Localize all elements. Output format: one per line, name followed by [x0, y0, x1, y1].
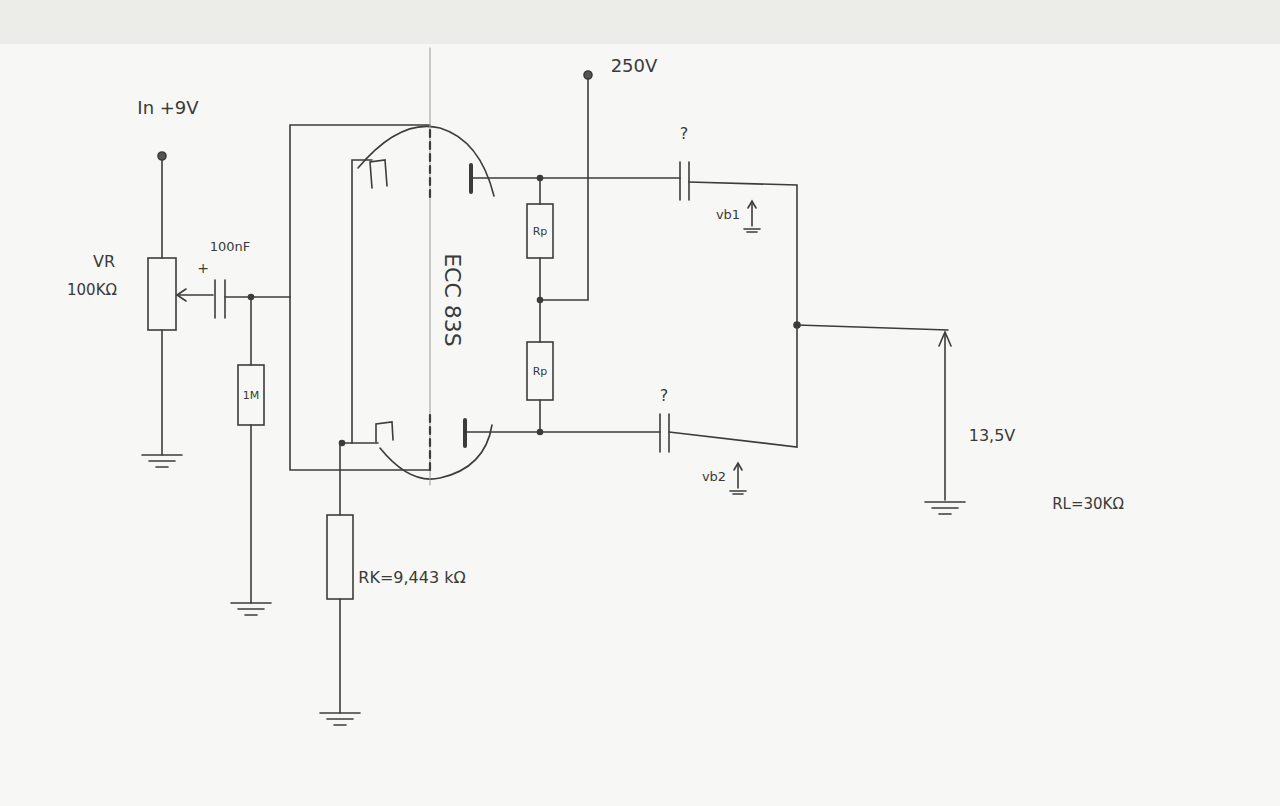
capacitor-symbol	[214, 280, 216, 318]
wires	[142, 48, 965, 725]
resistor-symbol	[327, 515, 353, 599]
cathode-symbol	[370, 160, 387, 188]
ground-symbol	[142, 455, 965, 725]
signal-name: vb2	[702, 470, 726, 483]
unknown-value: ?	[660, 388, 669, 404]
component-value: RK=9,443 kΩ	[358, 570, 465, 586]
supply-voltage: 250V	[611, 57, 658, 75]
output-voltage: 13,5V	[969, 428, 1016, 444]
signal-name: vb1	[716, 208, 740, 221]
resistor-symbol	[527, 204, 553, 258]
voltage-arrow	[944, 334, 946, 500]
unknown-value: ?	[680, 126, 689, 142]
resistor-symbol	[527, 342, 553, 400]
center-line	[430, 48, 431, 485]
component-name: Rp	[533, 366, 548, 377]
polarity-mark: +	[197, 261, 209, 275]
capacitor-symbol	[679, 162, 681, 200]
scan-edge	[0, 0, 1280, 44]
tube-envelope	[358, 126, 494, 196]
potentiometer-symbol	[148, 258, 176, 330]
component-name: Rp	[533, 226, 548, 237]
component-value: 100nF	[210, 240, 251, 253]
component-value: 1M	[243, 390, 260, 401]
supply-terminal	[584, 71, 592, 79]
grid-symbol	[429, 130, 431, 200]
tube-type: ECC 83S	[441, 253, 463, 347]
input-label: In +9V	[137, 99, 198, 117]
resistor-symbol	[238, 365, 264, 425]
load-value: RL=30KΩ	[1052, 497, 1124, 512]
component-value: 100KΩ	[67, 283, 117, 298]
input-terminal	[158, 152, 166, 160]
component-name: VR	[93, 254, 115, 270]
